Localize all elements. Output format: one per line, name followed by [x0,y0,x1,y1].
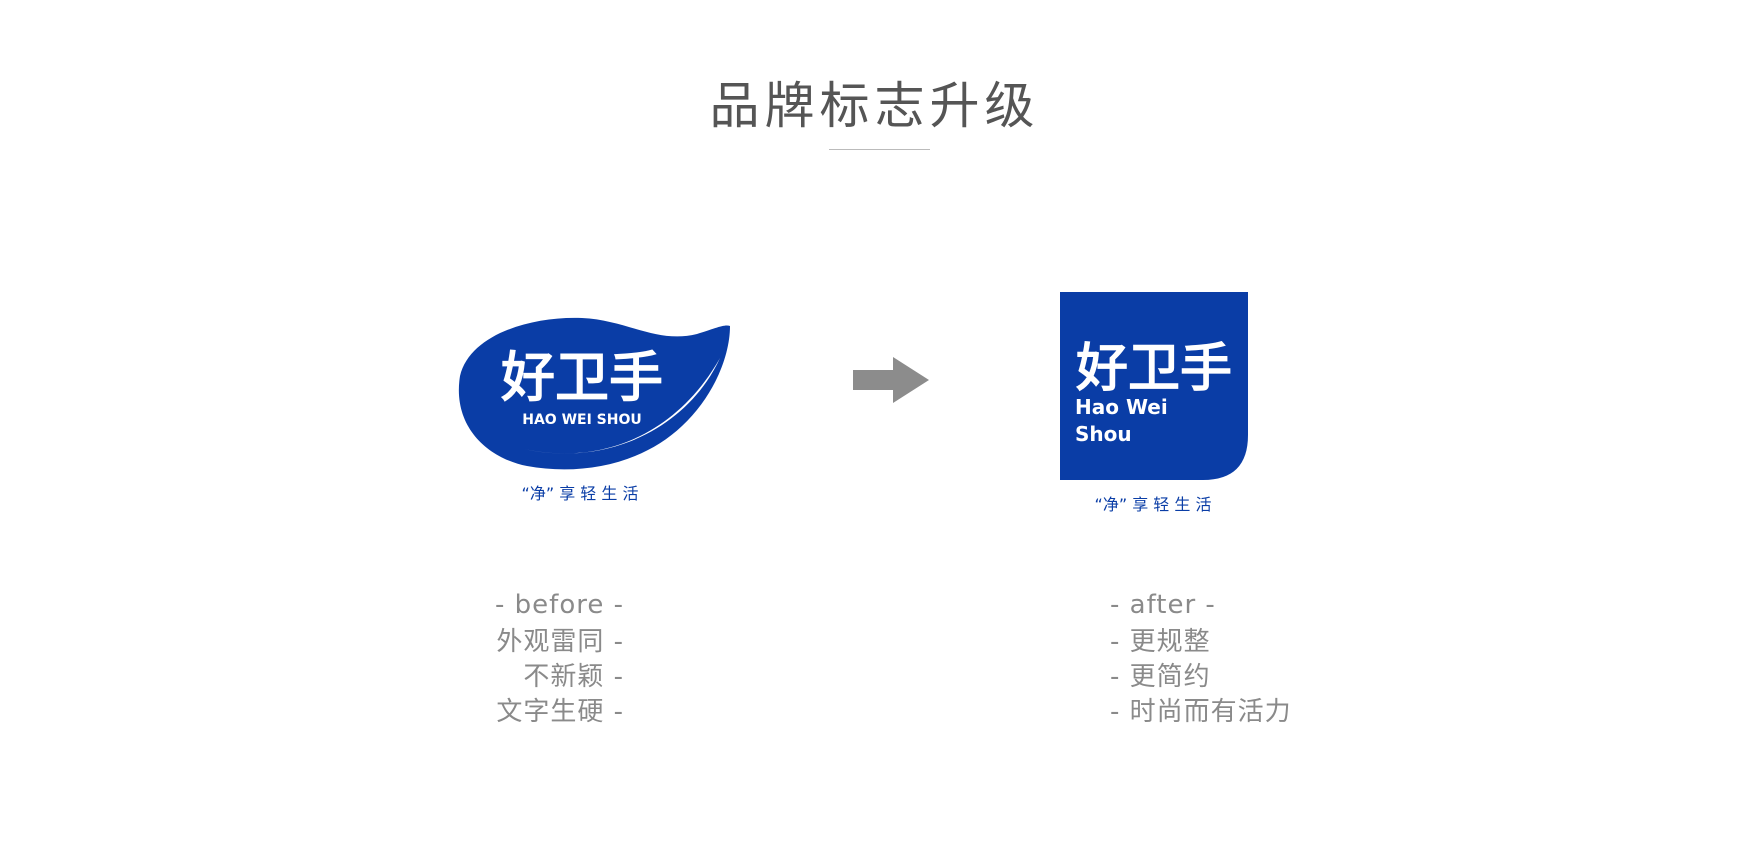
after-logo-name-cn: 好卫手 [1075,339,1232,399]
before-logo: 好卫手 HAO WEI SHOU “净” 享 轻 生 活 [458,317,730,503]
before-logo-slogan: “净” 享 轻 生 活 [522,484,639,503]
after-caption-heading: - after - [1110,590,1216,620]
before-caption-line: 文字生硬 - [496,697,624,727]
after-logo-name-en-line1: Hao Wei [1075,395,1168,419]
before-logo-name-en: HAO WEI SHOU [522,412,642,428]
after-caption-line: - 时尚而有活力 [1110,697,1292,727]
before-caption-line: 不新颖 - [523,662,624,692]
after-caption: - after - - 更规整 - 更简约 - 时尚而有活力 [1110,588,1292,730]
after-logo-square [1060,292,1248,480]
page-title: 品牌标志升级 [709,77,1040,135]
before-caption-line: 外观雷同 - [496,627,624,657]
title-underline [829,149,930,150]
before-logo-leaf-shape [458,317,730,470]
before-logo-name-cn: 好卫手 [500,346,663,409]
after-logo: 好卫手 Hao Wei Shou “净” 享 轻 生 活 [1060,292,1248,514]
before-caption-heading: - before - [495,590,624,620]
after-caption-line: - 更规整 [1110,627,1211,657]
after-caption-line: - 更简约 [1110,662,1211,692]
arrow-right-icon [853,357,929,403]
after-logo-name-en-line2: Shou [1075,422,1132,446]
after-logo-slogan: “净” 享 轻 生 活 [1095,495,1212,514]
before-caption: - before - 外观雷同 - 不新颖 - 文字生硬 - [495,588,624,730]
